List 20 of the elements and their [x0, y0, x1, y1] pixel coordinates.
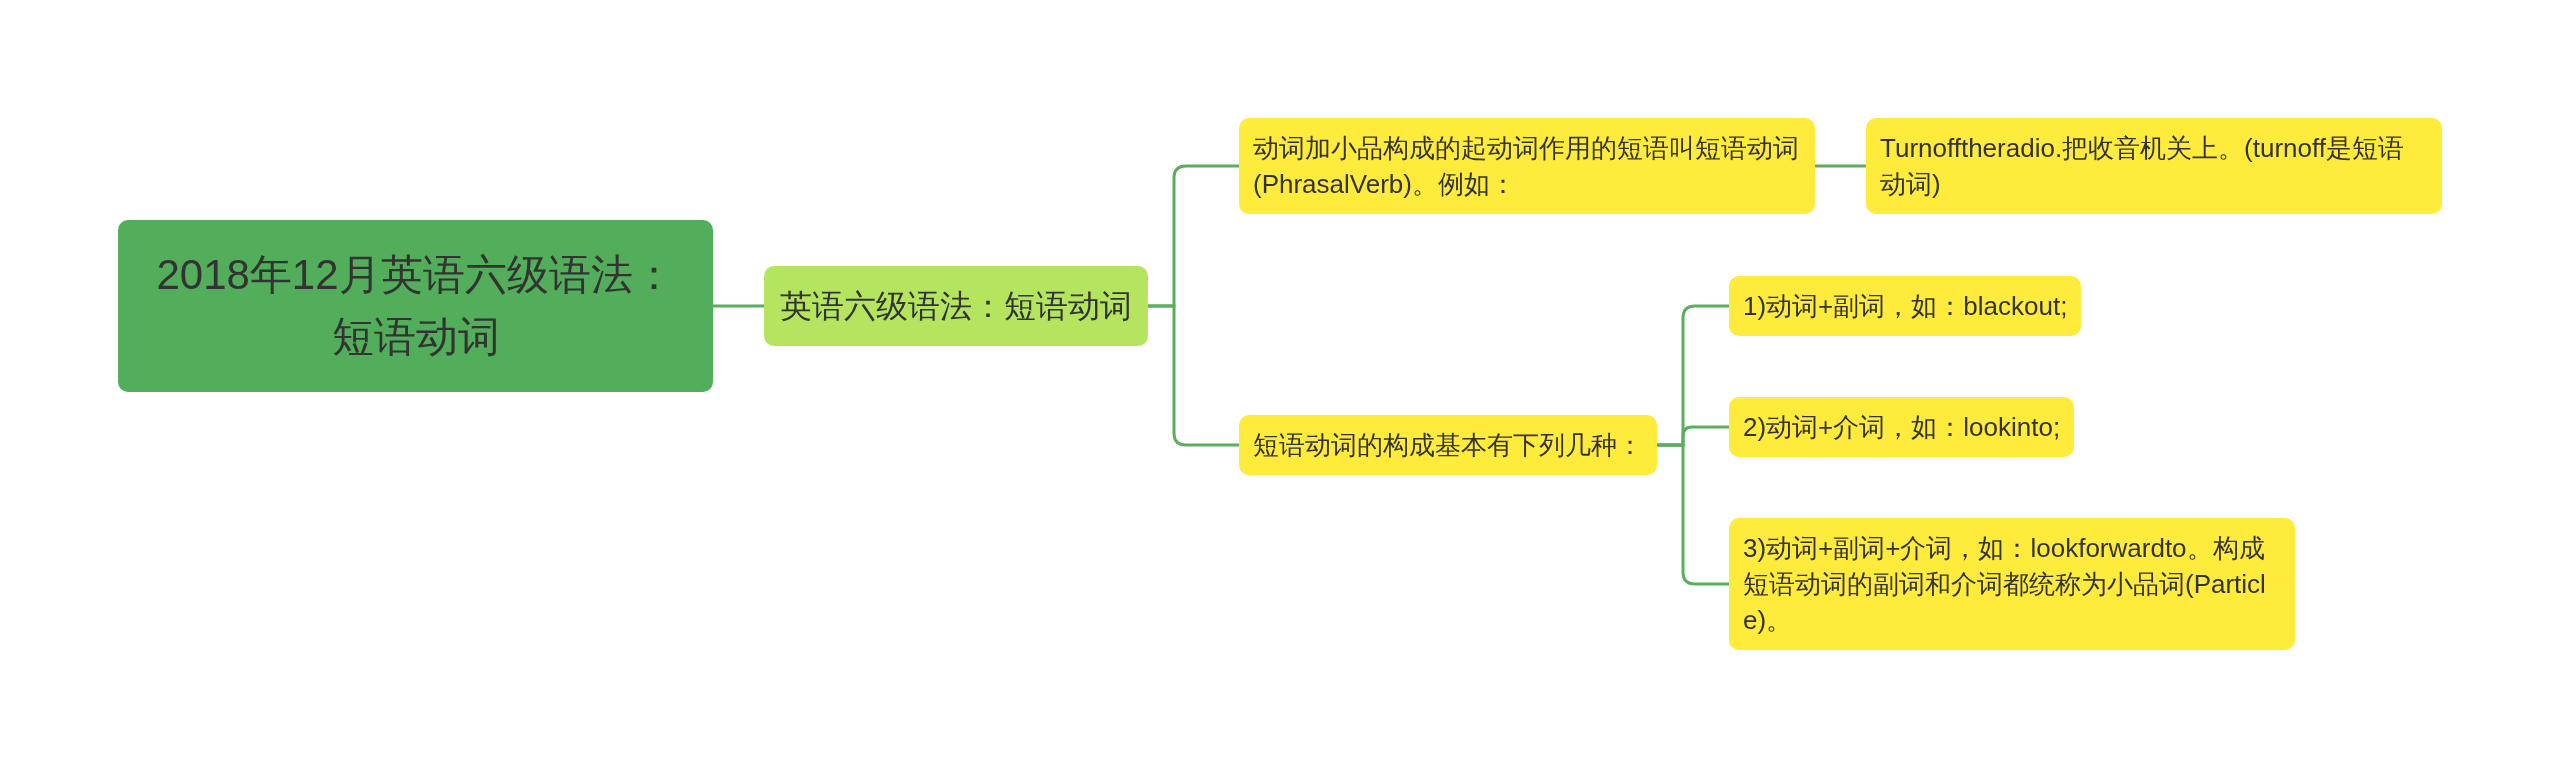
subtopic-box [1239, 118, 1815, 214]
topic-label: 3)动词+副词+介词，如：lookforwardto。构成短语动词的副词和介词都统称为小品词(Particle)。 [1743, 533, 2266, 635]
subtopic-box [1729, 276, 2082, 336]
connector-line [713, 304, 764, 308]
subtopic-box [1866, 118, 2442, 214]
subtopic-box [1239, 415, 1657, 475]
topic-label: 2)动词+介词，如：lookinto; [1743, 412, 2061, 442]
topic-label: 2018年12月英语六级语法：短语动词 [155, 250, 676, 362]
main-topic-box [764, 266, 1148, 346]
topic-label: 动词加小品构成的起动词作用的短语叫短语动词(PhrasalVerb)。例如： [1253, 133, 1799, 199]
root-topic-box [118, 220, 713, 392]
connector-line [1148, 304, 1239, 447]
topic-label: 1)动词+副词，如：blackout; [1743, 291, 2068, 321]
subtopic-box [1729, 518, 2295, 650]
topic-label: 短语动词的构成基本有下列几种： [1253, 430, 1643, 460]
topic-label: 英语六级语法：短语动词 [780, 288, 1132, 324]
subtopic-box [1729, 397, 2075, 457]
connector-line [1815, 164, 1866, 168]
connector-line [1657, 443, 1729, 586]
topic-label: Turnofftheradio.把收音机关上。(turnoff是短语动词) [1880, 133, 2404, 199]
